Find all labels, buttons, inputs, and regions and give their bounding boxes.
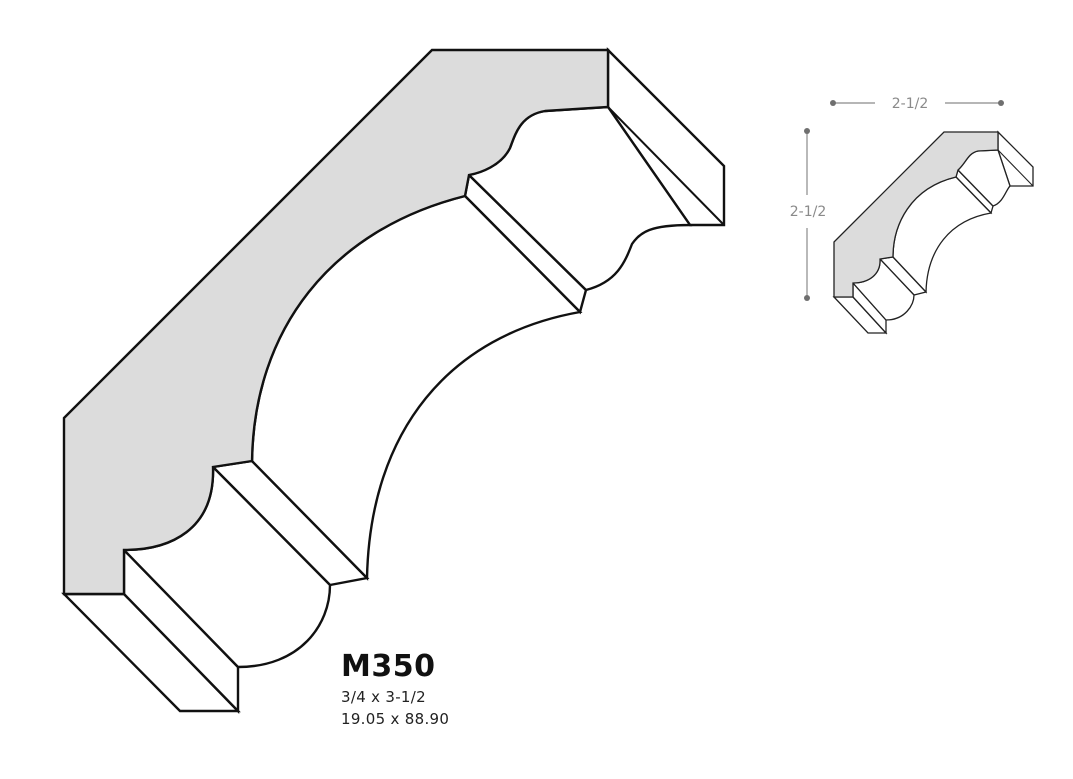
- large-molding: [61, 47, 726, 714]
- width-dimension: 2-1/2: [830, 96, 1004, 112]
- size-metric: 19.05 x 88.90: [341, 710, 450, 728]
- size-imperial: 3/4 x 3-1/2: [341, 688, 426, 706]
- height-label: 2-1/2: [790, 204, 827, 220]
- product-code: M350: [341, 649, 436, 684]
- thumbnail-molding: [832, 130, 1034, 335]
- height-dimension: 2-1/2: [790, 128, 827, 301]
- molding-profile: [62, 48, 610, 596]
- width-label: 2-1/2: [892, 96, 929, 112]
